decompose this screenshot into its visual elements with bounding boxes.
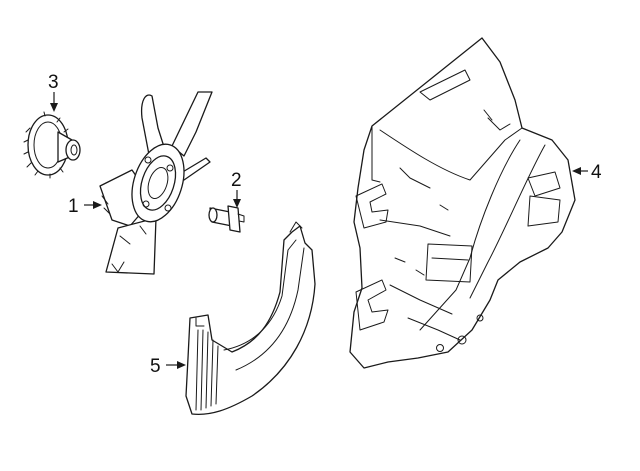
fan-clutch-bolt[interactable] bbox=[208, 205, 245, 233]
svg-text:4: 4 bbox=[591, 162, 602, 183]
fan-clutch[interactable] bbox=[23, 111, 81, 179]
svg-text:5: 5 bbox=[150, 356, 161, 377]
fan-shroud-lower[interactable] bbox=[185, 221, 316, 416]
svg-text:1: 1 bbox=[68, 196, 79, 217]
callout-3: 3 bbox=[48, 72, 59, 112]
svg-text:2: 2 bbox=[231, 170, 242, 191]
svg-text:3: 3 bbox=[48, 72, 59, 93]
callout-4: 4 bbox=[572, 162, 602, 183]
callout-1: 1 bbox=[68, 196, 102, 217]
fan-shroud-upper[interactable] bbox=[349, 37, 576, 369]
callout-2: 2 bbox=[231, 170, 242, 208]
fan-blade-assembly[interactable] bbox=[99, 91, 213, 275]
callout-5: 5 bbox=[150, 356, 186, 377]
